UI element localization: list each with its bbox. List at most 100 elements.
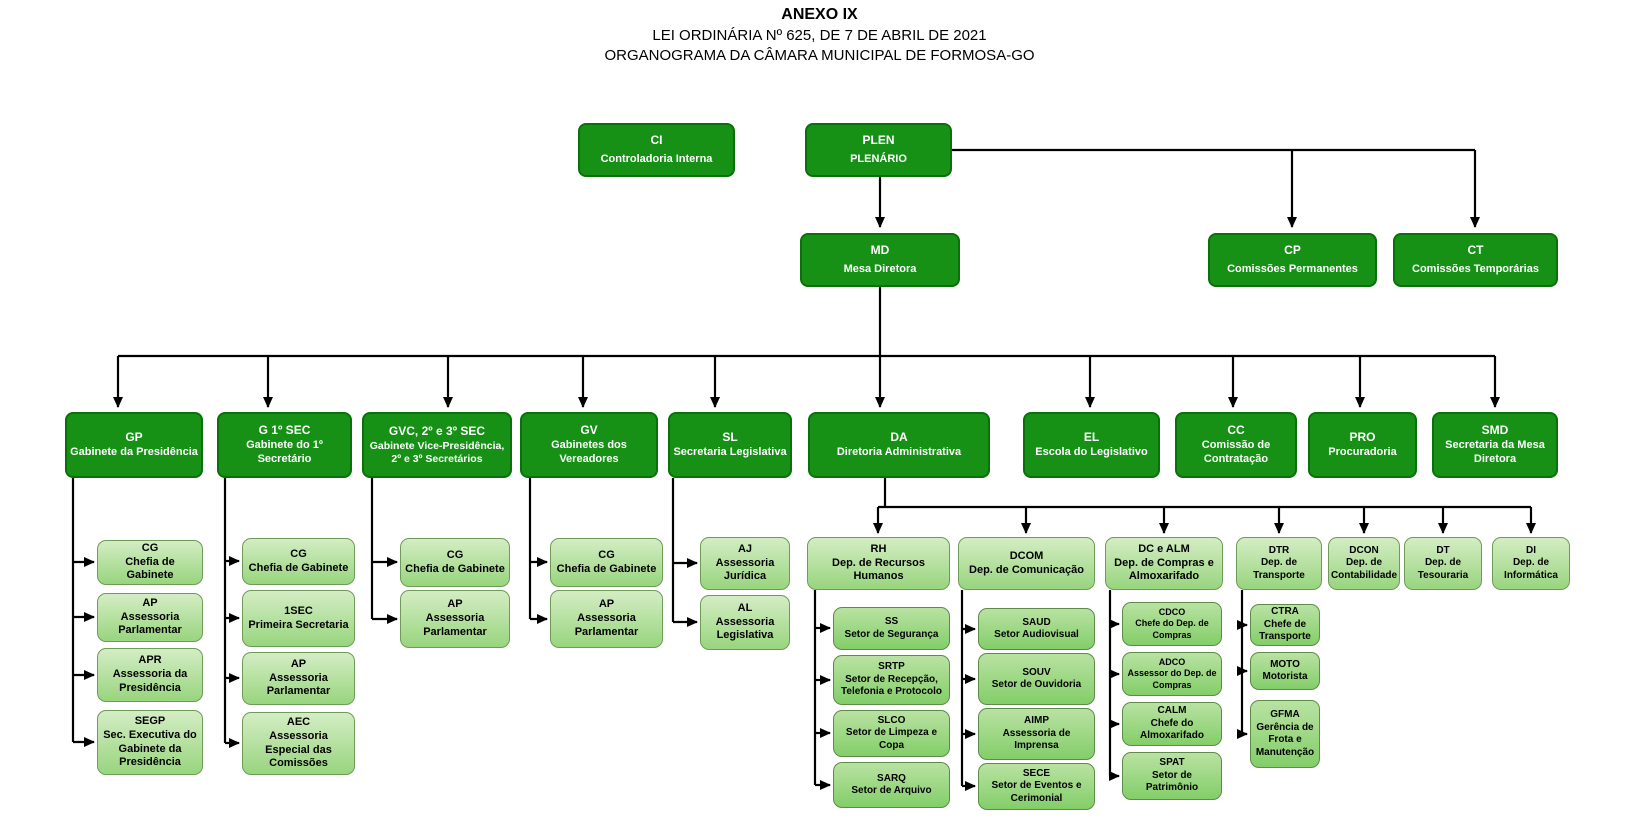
- node-label: Setor de Limpeza e Copa: [845, 727, 938, 751]
- title-organogram: ORGANOGRAMA DA CÂMARA MUNICIPAL DE FORMO…: [604, 46, 1035, 64]
- node-label: Assessoria de Imprensa: [1002, 727, 1071, 752]
- node-code: RH: [870, 542, 887, 555]
- node-code: AP: [598, 598, 615, 611]
- node-label: Gabinetes dos Vereadores: [551, 439, 627, 465]
- node-label: Dep. de Compras e Almoxarifado: [1114, 556, 1214, 583]
- node-code: AIMP: [1024, 715, 1049, 727]
- node-label: Diretoria Administrativa: [836, 446, 962, 459]
- node-code: SS: [884, 616, 899, 627]
- node-label: Chefia de Gabinete: [556, 562, 657, 575]
- node-label: Assessor do Dep. de Compras: [1127, 668, 1217, 690]
- node-code: CTRA: [1271, 606, 1299, 618]
- node-label: Gabinete da Presidência: [70, 446, 198, 459]
- node-label: Assessoria da Presidência: [112, 668, 188, 694]
- node-code: CG: [598, 548, 615, 561]
- node-label: Setor Audiovisual: [994, 629, 1079, 640]
- node-code: PLEN: [862, 133, 895, 148]
- node-label: Setor de Ouvidoria: [991, 679, 1082, 690]
- node-code: G 1º SEC: [258, 423, 311, 438]
- node-label: Comissão de Contratação: [1201, 439, 1271, 465]
- node-code: SMD: [1481, 423, 1509, 438]
- node-code: CDCO: [1158, 607, 1186, 618]
- node-label: Gabinete Vice-Presidência, 2º e 3º Secre…: [369, 439, 505, 465]
- node-code: ADCO: [1158, 657, 1186, 668]
- node-code: CG: [446, 548, 464, 561]
- node-label: Dep. de Recursos Humanos: [832, 556, 925, 583]
- node-code: MD: [870, 243, 890, 258]
- node-label: Chefe do Almoxarifado: [1140, 717, 1204, 742]
- node-code: CG: [141, 541, 159, 554]
- node-label: Assessoria Parlamentar: [574, 612, 639, 638]
- node-label: Dep. de Tesouraria: [1417, 557, 1469, 581]
- node-code: SOUV: [1022, 666, 1051, 678]
- node-code: DT: [1436, 544, 1450, 556]
- node-label: Chefe do Dep. de Compras: [1135, 618, 1209, 640]
- org-node-cp: CP Comissões Permanentes: [1208, 233, 1377, 287]
- node-code: SPAT: [1159, 757, 1185, 769]
- node-code: AP: [290, 657, 307, 670]
- node-code: SLCO: [877, 714, 906, 726]
- node-label: Chefia de Gabinete: [405, 562, 505, 575]
- node-label: Setor de Patrimônio: [1145, 769, 1199, 794]
- node-code: CALM: [1157, 705, 1187, 717]
- node-label: Gabinete do 1º Secretário: [246, 439, 323, 465]
- node-label: Assessoria Parlamentar: [423, 612, 487, 638]
- node-code: AP: [142, 596, 158, 609]
- node-code: PRO: [1349, 430, 1376, 445]
- node-code: GFMA: [1270, 709, 1300, 720]
- title-annex: ANEXO IX: [781, 6, 858, 23]
- node-code: DTR: [1268, 544, 1290, 556]
- title-law: LEI ORDINÁRIA Nº 625, DE 7 DE ABRIL DE 2…: [652, 27, 987, 44]
- node-label: Motorista: [1262, 671, 1308, 682]
- node-code: GV: [580, 423, 598, 438]
- node-label: Procuradoria: [1328, 446, 1397, 459]
- node-code: DC e ALM: [1138, 542, 1190, 555]
- node-code: CG: [290, 547, 307, 560]
- node-code: SARQ: [877, 772, 906, 784]
- node-code: SECE: [1022, 767, 1051, 779]
- node-label: Comissões Permanentes: [1227, 263, 1358, 276]
- node-label: Primeira Secretaria: [248, 618, 349, 631]
- node-code: SAUD: [1022, 616, 1051, 628]
- node-code: GVC, 2º e 3º SEC: [388, 423, 486, 438]
- node-code: DA: [890, 430, 908, 445]
- node-code: DI: [1526, 544, 1536, 556]
- node-code: AEC: [286, 716, 311, 728]
- node-code: CP: [1284, 243, 1301, 258]
- node-label: Chefia de Gabinete: [248, 561, 349, 574]
